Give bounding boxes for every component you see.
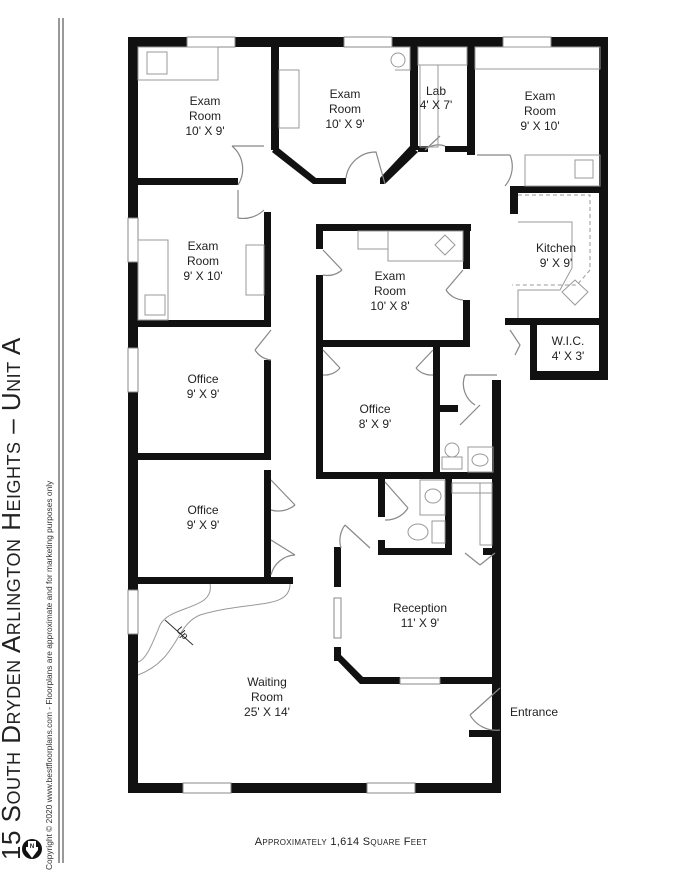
north-arrow-icon: N [22, 839, 42, 859]
room-name: Exam [188, 239, 219, 253]
room-name: Office [187, 372, 218, 386]
room-name: Office [187, 503, 218, 517]
room-name: Exam [190, 94, 221, 108]
room-name: Kitchen [536, 241, 576, 255]
room-name: Room [187, 254, 219, 268]
fixtures [137, 46, 601, 676]
room-name: Office [359, 402, 390, 416]
room-name: Room [374, 284, 406, 298]
room-name: Lab [426, 84, 446, 98]
door-swings [231, 135, 521, 731]
divider-line [62, 18, 64, 863]
room-dims: 10' X 9' [325, 117, 364, 131]
room-name: Exam [375, 269, 406, 283]
room-dims: 9' X 10' [183, 269, 222, 283]
room-name: Room [524, 104, 556, 118]
room-dims: 11' X 9' [401, 616, 439, 630]
room-dims: 25' X 14' [244, 705, 290, 719]
room-dims: 4' X 3' [552, 349, 585, 363]
room-dims: 8' X 9' [359, 417, 392, 431]
room-dims: 9' X 9' [187, 518, 220, 532]
windows [127, 36, 552, 794]
room-name: W.I.C. [552, 334, 585, 348]
room-dims: 9' X 9' [540, 256, 573, 270]
room-name: Exam [525, 89, 556, 103]
room-dims: 4' X 7' [420, 98, 453, 112]
room-name: Exam [330, 87, 361, 101]
svg-text:N: N [30, 844, 34, 850]
room-name: Reception [393, 601, 447, 615]
room-dims: 10' X 8' [370, 299, 409, 313]
entrance-label: Entrance [510, 705, 558, 719]
room-name: Room [329, 102, 361, 116]
room-name: Waiting [247, 675, 287, 689]
divider-line [58, 18, 60, 863]
room-name: Room [189, 109, 221, 123]
square-footage: Approximately 1,614 Square Feet [254, 836, 428, 848]
room-dims: 10' X 9' [185, 124, 224, 138]
room-name: Room [251, 690, 283, 704]
stairs-up-label: Up [174, 625, 191, 642]
room-dims: 9' X 10' [520, 119, 559, 133]
room-labels: Exam Room 10' X 9' Exam Room 10' X 9' La… [174, 84, 585, 719]
room-dims: 9' X 9' [187, 387, 220, 401]
